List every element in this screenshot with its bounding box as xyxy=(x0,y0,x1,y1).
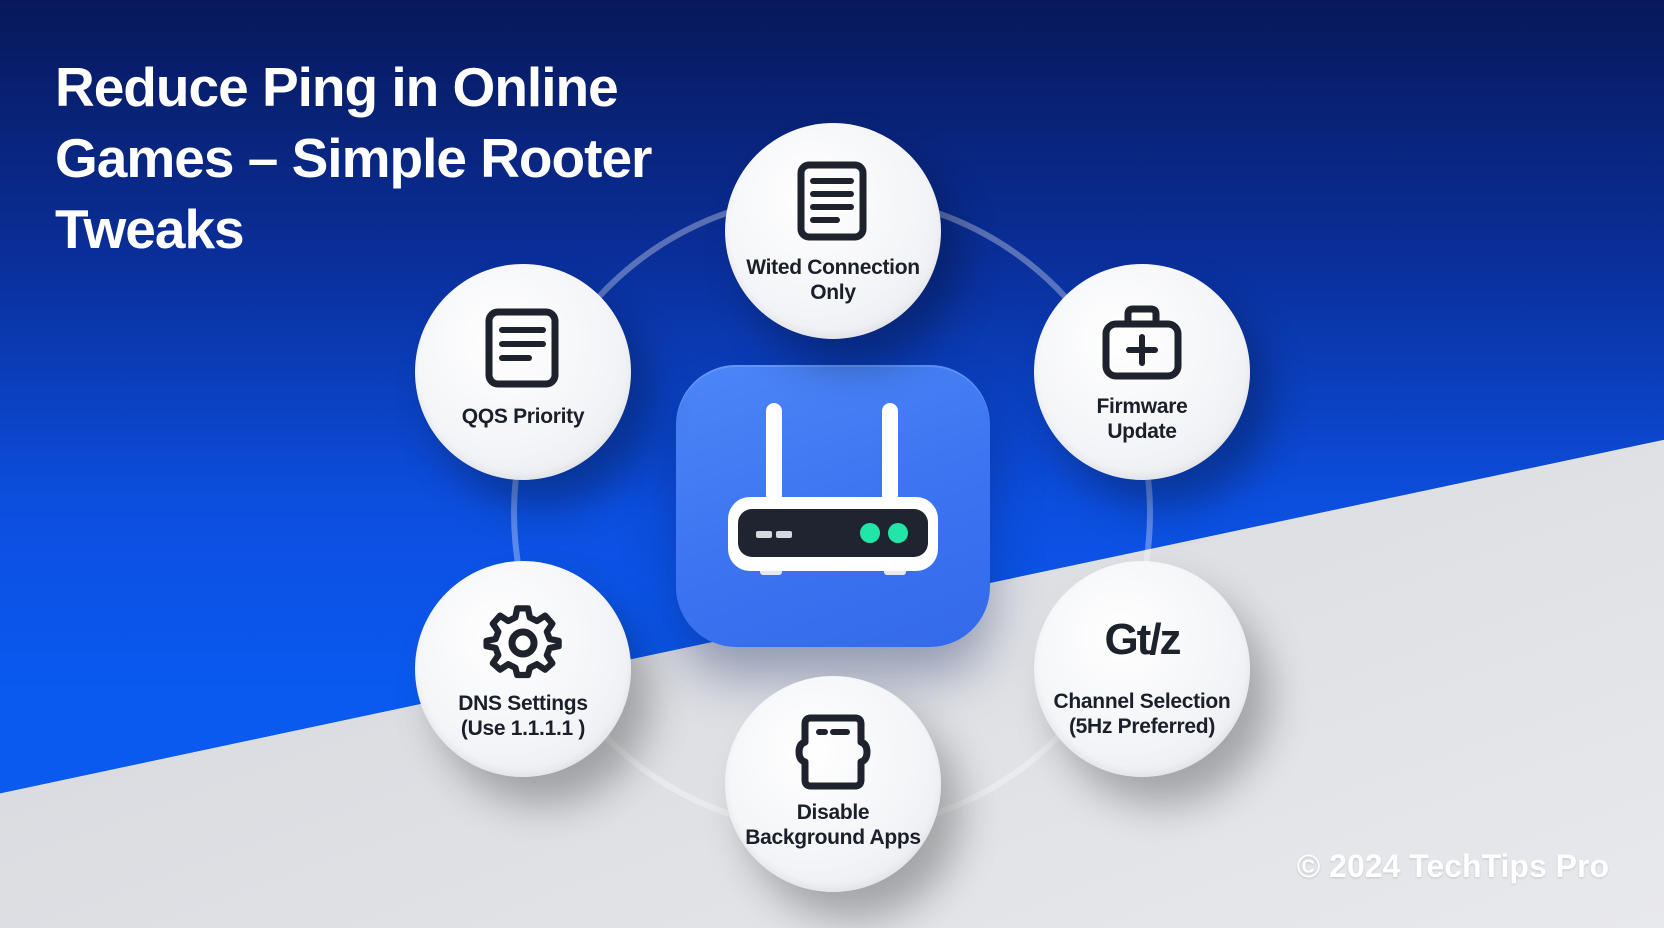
node-label: DNS Settings (Use 1.1.1.1 ) xyxy=(458,692,588,740)
copyright-text: © 2024 TechTips Pro xyxy=(1296,848,1609,884)
router-icon xyxy=(728,403,938,575)
node-firmware-update: Firmware Update xyxy=(1034,264,1250,480)
node-label: QϘS Priority xyxy=(461,405,585,428)
node-label: Disable Background Apps xyxy=(745,801,921,849)
document-icon xyxy=(485,308,559,388)
led-light xyxy=(888,523,908,543)
node-qos-priority: QϘS Priority xyxy=(415,264,631,480)
node-disable-background-apps: Disable Background Apps xyxy=(725,676,941,892)
router-card xyxy=(676,365,990,647)
node-label: Channel Selection (5Hz Preferred) xyxy=(1053,690,1231,738)
gear-icon xyxy=(483,605,562,679)
page-title: Reduce Ping in Online Games – Simple Roo… xyxy=(55,56,652,260)
node-dns-settings: DNS Settings (Use 1.1.1.1 ) xyxy=(415,561,631,777)
channel-glyph: Gt/z xyxy=(1104,615,1181,664)
node-wired-connection: Wited Connection Only xyxy=(725,123,941,339)
toolbox-plus-icon xyxy=(1102,305,1182,380)
node-label: Firmware Update xyxy=(1096,395,1188,443)
led-light xyxy=(860,523,880,543)
node-channel-selection: Gt/z Channel Selection (5Hz Preferred) xyxy=(1034,561,1250,777)
node-label: Wited Connection Only xyxy=(746,256,920,304)
document-icon xyxy=(797,161,867,241)
device-icon xyxy=(795,714,871,790)
